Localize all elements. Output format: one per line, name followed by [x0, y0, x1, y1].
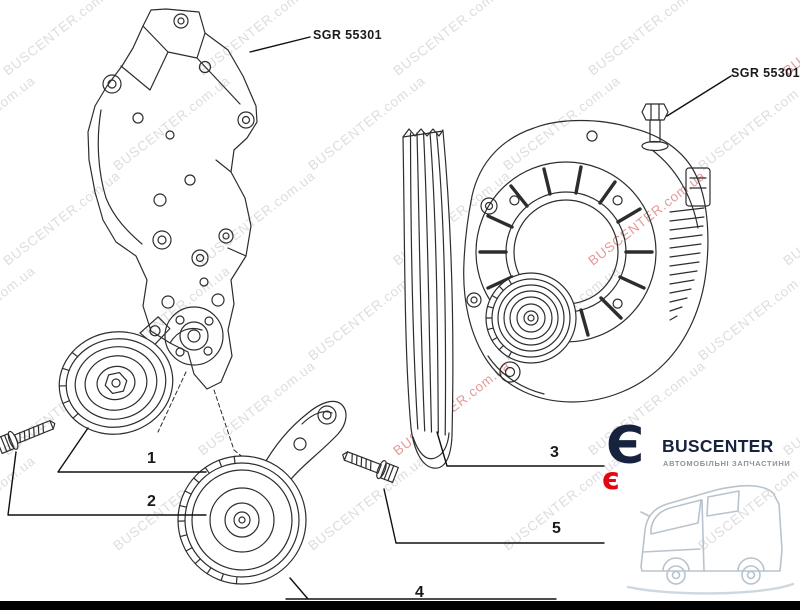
van-illustration — [626, 484, 795, 595]
callout-lines — [7, 36, 732, 600]
callout-number-2: 2 — [147, 493, 156, 510]
callout-number-5: 5 — [552, 520, 561, 537]
label-sgr-alternator: SGR 55301 — [731, 66, 800, 80]
mount-bracket-drawing — [87, 8, 258, 469]
callout-number-3: 3 — [550, 444, 559, 461]
buscenter-logo-mark-small-icon: є — [602, 462, 620, 497]
buscenter-logo-tagline: АВТОМОБІЛЬНІ ЗАПЧАСТИНИ — [663, 459, 791, 468]
buscenter-logo-mark-icon: Є — [606, 416, 645, 476]
callout-number-4: 4 — [415, 584, 424, 601]
idler-pulley-bracket-drawing — [177, 400, 347, 585]
alternator-bolt-drawing — [641, 103, 669, 152]
callout-number-1: 1 — [147, 450, 156, 467]
tensioner-pulley-drawing — [58, 316, 174, 435]
label-sgr-bracket: SGR 55301 — [313, 28, 382, 42]
footer-bar — [0, 601, 800, 610]
alternator-drawing — [463, 103, 711, 403]
idler-bolt-drawing — [342, 451, 399, 484]
tensioner-bolt-drawing — [0, 420, 56, 455]
ribbed-belt-drawing — [402, 128, 454, 469]
buscenter-logo-text: BUSCENTER — [662, 436, 774, 456]
